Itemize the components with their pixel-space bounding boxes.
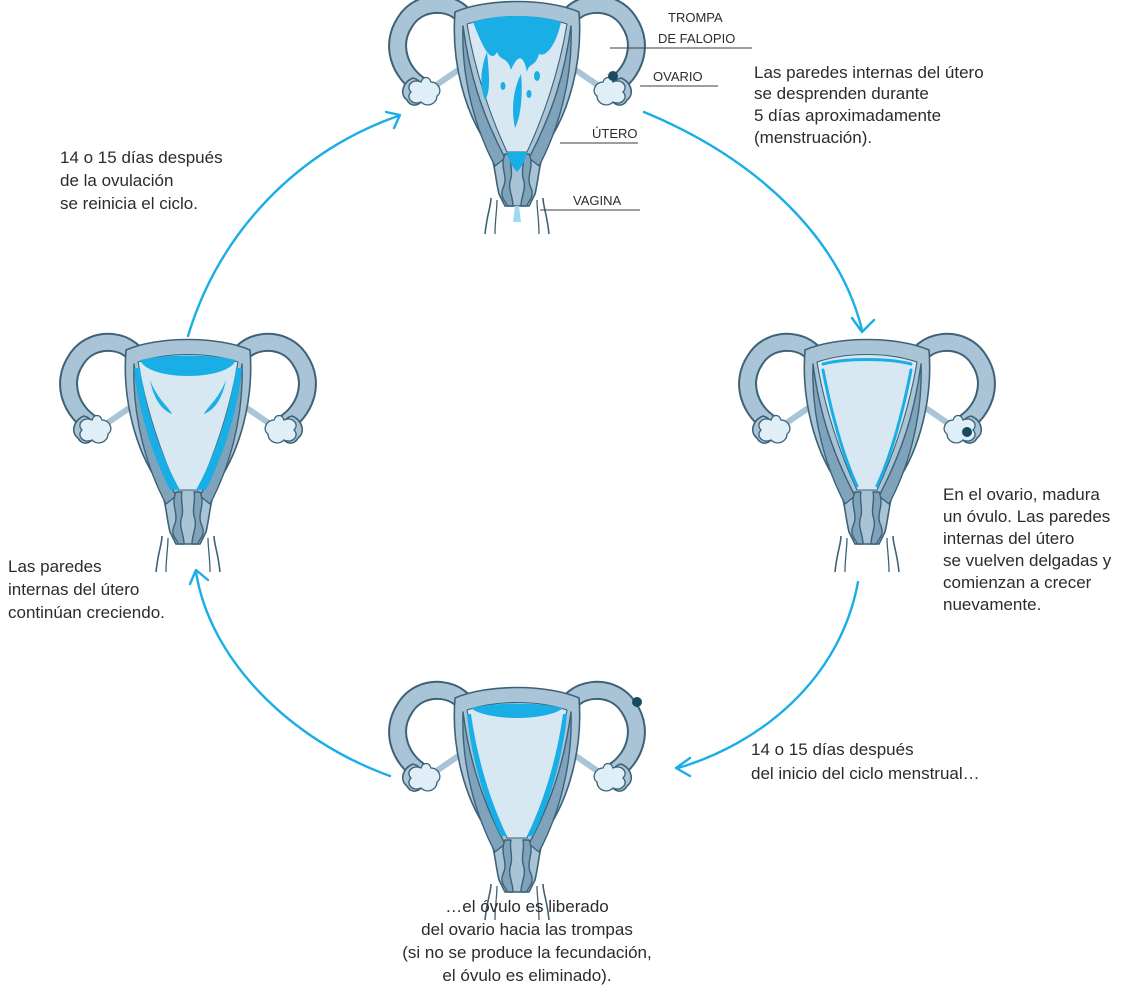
svg-text:14 o 15 días después: 14 o 15 días después	[60, 148, 223, 167]
arrowhead-right	[852, 318, 874, 332]
svg-text:continúan creciendo.: continúan creciendo.	[8, 603, 165, 622]
step-text-bottom: …el óvulo es liberado del ovario hacia l…	[402, 897, 652, 985]
svg-text:se desprenden durante: se desprenden durante	[754, 84, 929, 103]
uterus-ovulation	[398, 688, 642, 921]
svg-text:(si no se produce la fecundaci: (si no se produce la fecundación,	[402, 943, 652, 962]
step-text-left: Las paredes internas del útero continúan…	[8, 557, 165, 622]
svg-text:nuevamente.: nuevamente.	[943, 595, 1041, 614]
svg-text:comienzan a crecer: comienzan a crecer	[943, 573, 1092, 592]
step-text-top: Las paredes internas del útero se despre…	[754, 63, 984, 147]
svg-text:Las paredes internas del útero: Las paredes internas del útero	[754, 63, 984, 82]
label-vagina: VAGINA	[573, 193, 621, 208]
svg-text:14 o 15 días después: 14 o 15 días después	[751, 740, 914, 759]
arrow-bottom-to-left	[196, 572, 390, 776]
svg-text:5 días aproximadamente: 5 días aproximadamente	[754, 106, 941, 125]
svg-text:internas del útero: internas del útero	[8, 580, 139, 599]
label-utero: ÚTERO	[592, 126, 638, 141]
svg-text:del inicio del ciclo menstrual: del inicio del ciclo menstrual…	[751, 764, 980, 783]
svg-text:de la ovulación: de la ovulación	[60, 171, 173, 190]
svg-text:(menstruación).: (menstruación).	[754, 128, 872, 147]
uterus-thick-lining	[69, 340, 308, 573]
svg-text:se vuelven delgadas y: se vuelven delgadas y	[943, 551, 1112, 570]
svg-text:En el ovario, madura: En el ovario, madura	[943, 485, 1100, 504]
step-text-bottom-right: 14 o 15 días después del inicio del cicl…	[751, 740, 980, 783]
svg-text:el óvulo es eliminado).: el óvulo es eliminado).	[442, 966, 611, 985]
label-falopio: DE FALOPIO	[658, 31, 735, 46]
svg-text:un óvulo. Las paredes: un óvulo. Las paredes	[943, 507, 1110, 526]
svg-text:Las paredes: Las paredes	[8, 557, 102, 576]
cycle-arrows	[188, 112, 874, 776]
step-text-top-left: 14 o 15 días después de la ovulación se …	[60, 148, 223, 213]
svg-text:internas del útero: internas del útero	[943, 529, 1074, 548]
svg-text:se reinicia el ciclo.: se reinicia el ciclo.	[60, 194, 198, 213]
svg-text:…el óvulo es liberado: …el óvulo es liberado	[445, 897, 608, 916]
label-ovario: OVARIO	[653, 69, 703, 84]
step-text-right: En el ovario, madura un óvulo. Las pared…	[943, 485, 1112, 614]
svg-text:del ovario hacia las trompas: del ovario hacia las trompas	[421, 920, 633, 939]
label-trompa: TROMPA	[668, 10, 723, 25]
